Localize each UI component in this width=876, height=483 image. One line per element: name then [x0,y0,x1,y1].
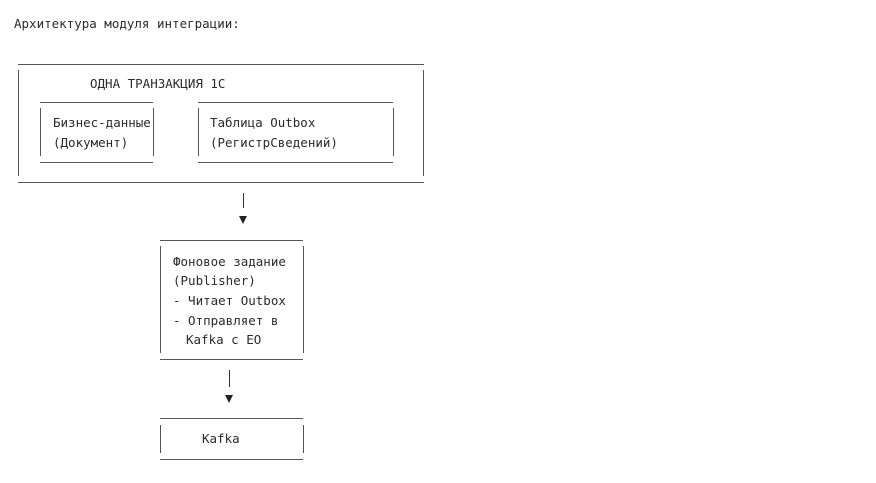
diagram-heading: Архитектура модуля интеграции: [14,16,240,31]
outbox-table-subtitle: (РегистрСведений) [210,135,338,150]
transaction-title: ОДНА ТРАНЗАКЦИЯ 1С [90,76,226,91]
outbox-table-title: Таблица Outbox [210,115,316,130]
business-data-subtitle: (Документ) [53,135,129,150]
publisher-step-send: - Отправляет в [173,313,279,328]
kafka-label: Kafka [202,431,240,446]
publisher-step-read: - Читает Outbox [173,293,286,308]
publisher-step-send-target: Kafka с ЕО [186,332,262,347]
publisher-subtitle: (Publisher) [173,273,256,288]
publisher-title: Фоновое задание [173,254,286,269]
business-data-title: Бизнес-данные [53,115,151,130]
